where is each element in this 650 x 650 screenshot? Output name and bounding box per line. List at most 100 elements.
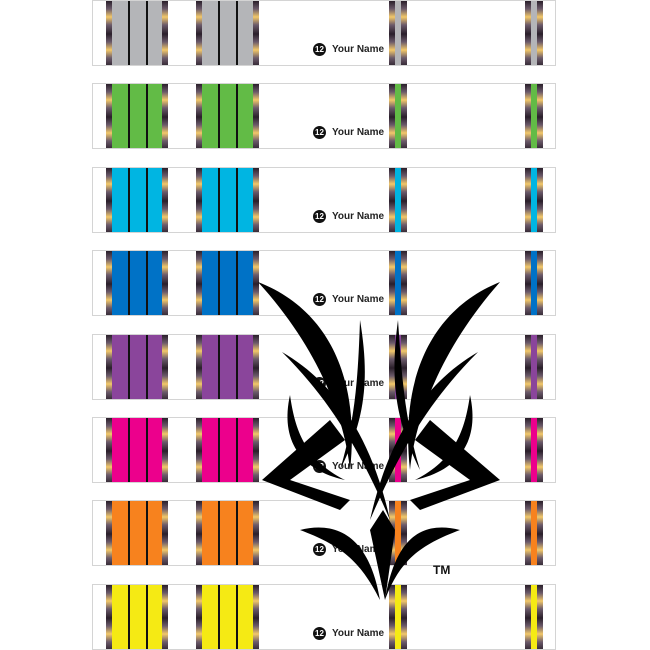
stripe-divider	[236, 501, 238, 565]
stripe-divider	[218, 585, 220, 649]
stripe-edge	[525, 168, 531, 232]
stripe-edge	[401, 501, 407, 565]
stripe-divider	[146, 84, 148, 148]
stripe-divider	[128, 168, 130, 232]
stripe-edge	[389, 335, 395, 399]
stripe-edge	[196, 418, 202, 482]
color-stripe	[106, 501, 168, 565]
stripe-edge	[389, 1, 395, 65]
stripe-edge	[389, 585, 395, 649]
stripe-divider	[128, 335, 130, 399]
number-badge: 12	[313, 43, 326, 56]
stripe-edge	[253, 335, 259, 399]
color-stripe	[196, 1, 259, 65]
stripe-divider	[128, 84, 130, 148]
name-label: Your Name	[332, 378, 385, 389]
color-stripe	[106, 1, 168, 65]
number-badge: 12	[313, 543, 326, 556]
stripe-edge	[525, 1, 531, 65]
stripe-divider	[236, 585, 238, 649]
name-label: Your Name	[332, 461, 385, 472]
stripe-edge	[389, 501, 395, 565]
stripe-divider	[128, 1, 130, 65]
number-badge: 12	[313, 210, 326, 223]
stripe-edge	[196, 168, 202, 232]
stripe-edge	[401, 1, 407, 65]
stripe-divider	[146, 168, 148, 232]
stripe-edge	[253, 585, 259, 649]
stripe-divider	[236, 418, 238, 482]
stripe-edge	[525, 585, 531, 649]
stripe-edge	[196, 84, 202, 148]
color-stripe	[196, 585, 259, 649]
stripe-edge	[525, 501, 531, 565]
stripe-edge	[196, 585, 202, 649]
stripe-divider	[218, 501, 220, 565]
number-badge: 12	[313, 293, 326, 306]
stripe-divider	[128, 501, 130, 565]
stripe-edge	[253, 168, 259, 232]
stripe-edge	[253, 251, 259, 315]
stripe-divider	[218, 251, 220, 315]
number-badge: 12	[313, 460, 326, 473]
stripe-edge	[196, 501, 202, 565]
stripe-edge	[537, 84, 543, 148]
stripe-edge	[525, 251, 531, 315]
stripe-divider	[236, 251, 238, 315]
stripe-divider	[218, 1, 220, 65]
stripe-edge	[537, 1, 543, 65]
name-label: Your Name	[332, 127, 385, 138]
name-label: Your Name	[332, 294, 385, 305]
stripe-edge	[401, 251, 407, 315]
stripe-edge	[401, 168, 407, 232]
stripe-edge	[389, 84, 395, 148]
stripe-edge	[162, 585, 168, 649]
color-stripe	[196, 501, 259, 565]
stripe-divider	[218, 84, 220, 148]
stripe-edge	[389, 168, 395, 232]
stripe-edge	[106, 251, 112, 315]
wristband-row[interactable]: 12 Your Name	[92, 250, 556, 316]
stripe-edge	[537, 251, 543, 315]
color-stripe	[196, 335, 259, 399]
stripe-edge	[106, 84, 112, 148]
stripe-edge	[537, 418, 543, 482]
wristband-row[interactable]: 12 Your Name	[92, 417, 556, 483]
stripe-edge	[162, 1, 168, 65]
stripe-edge	[253, 418, 259, 482]
stripe-divider	[146, 251, 148, 315]
stripe-divider	[146, 501, 148, 565]
stripe-edge	[525, 418, 531, 482]
stripe-edge	[196, 1, 202, 65]
stripe-edge	[162, 335, 168, 399]
name-label: Your Name	[332, 628, 385, 639]
stripe-edge	[537, 585, 543, 649]
stripe-edge	[106, 585, 112, 649]
color-stripe	[106, 251, 168, 315]
stripe-edge	[401, 418, 407, 482]
stripe-divider	[128, 585, 130, 649]
stripe-divider	[218, 168, 220, 232]
color-stripe	[106, 84, 168, 148]
stripe-edge	[162, 251, 168, 315]
stripe-divider	[218, 335, 220, 399]
stripe-edge	[162, 168, 168, 232]
stripe-divider	[236, 168, 238, 232]
stripe-edge	[253, 501, 259, 565]
wristband-row[interactable]: 12 Your Name	[92, 500, 556, 566]
stripe-divider	[146, 585, 148, 649]
stripe-edge	[162, 84, 168, 148]
stripe-divider	[236, 1, 238, 65]
color-stripe	[106, 418, 168, 482]
stripe-edge	[537, 335, 543, 399]
stripe-edge	[253, 84, 259, 148]
name-label: Your Name	[332, 544, 385, 555]
color-stripe	[196, 418, 259, 482]
stripe-edge	[106, 501, 112, 565]
color-stripe	[106, 168, 168, 232]
